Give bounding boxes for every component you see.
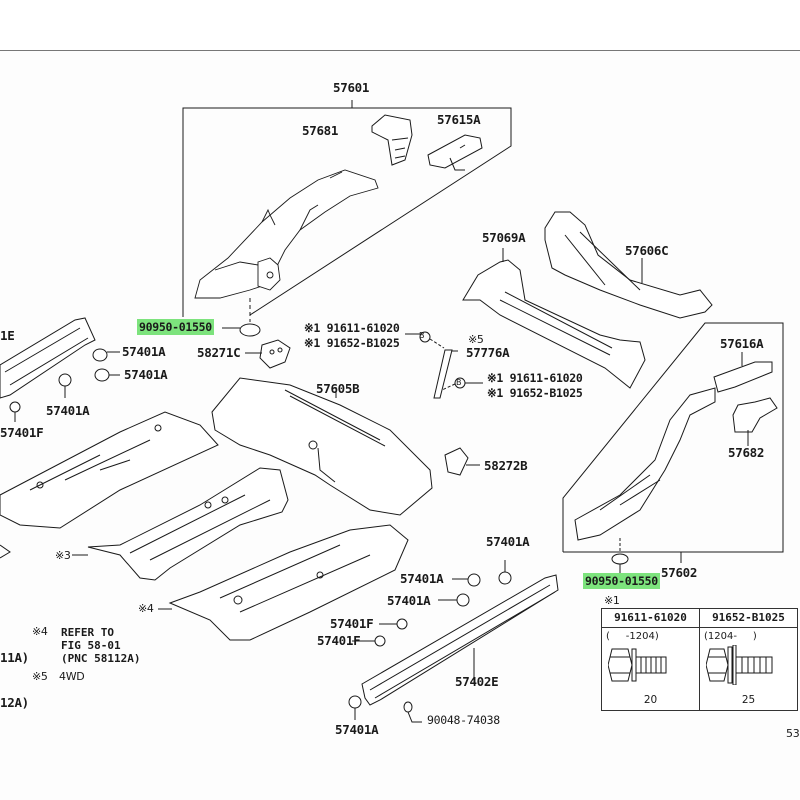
label-90950-01550-right[interactable]: 90950-01550	[583, 573, 660, 589]
bolt-date-range: ( -1204)	[606, 631, 659, 642]
rear-side-member-right	[574, 387, 716, 574]
page-number: 53	[786, 727, 800, 740]
label-bolt-b-1[interactable]: ※1 91611-61020	[487, 371, 583, 385]
circle-b-icon-2: B	[456, 378, 462, 387]
label-57401A-4[interactable]: 57401A	[486, 534, 530, 549]
bracket-57681	[371, 114, 413, 166]
plug-90950-left	[222, 298, 261, 337]
top-divider	[0, 50, 800, 51]
top-bar	[0, 0, 800, 50]
bolt-length: 20	[643, 694, 658, 706]
bolt-length: 25	[741, 694, 756, 706]
label-57401F-2[interactable]: 57401F	[330, 616, 374, 631]
label-57401A-2[interactable]: 57401A	[124, 367, 168, 382]
front-side-member-left	[194, 169, 379, 299]
bracket-58272B	[444, 447, 480, 476]
label-57401F-1[interactable]: 57401F	[0, 425, 44, 440]
label-58271C[interactable]: 58271C	[197, 345, 241, 360]
table-mark-1: ※1	[604, 594, 620, 607]
side-member-left	[0, 317, 120, 422]
label-bolt-a-2[interactable]: ※1 91652-B1025	[304, 336, 400, 350]
label-57401A-7[interactable]: 57401A	[335, 722, 379, 737]
bracket-57615A	[427, 134, 483, 171]
floor-pan-3	[72, 467, 289, 581]
label-57401F-3[interactable]: 57401F	[317, 633, 361, 648]
label-90048-74038[interactable]: 90048-74038	[427, 713, 500, 727]
bolt-icon	[608, 648, 667, 682]
bolt-column-1: 91611-61020 ( -1204) 20	[602, 609, 700, 710]
label-bolt-a-1[interactable]: ※1 91611-61020	[304, 321, 400, 335]
bolt-date-range: (1204- )	[704, 631, 757, 642]
label-57401A-3[interactable]: 57401A	[46, 403, 90, 418]
label-57681[interactable]: 57681	[302, 123, 339, 138]
bracket-57776A	[405, 331, 483, 399]
cut-part-left-edge	[0, 544, 11, 559]
rocker-57402E	[361, 574, 559, 723]
label-cut-11A: 11A)	[0, 650, 29, 665]
label-58272B[interactable]: 58272B	[484, 458, 528, 473]
highlight-90950-right: 90950-01550	[583, 573, 660, 589]
label-57605B[interactable]: 57605B	[316, 381, 360, 396]
label-57401A-5[interactable]: 57401A	[400, 571, 444, 586]
crossmember-57069A	[462, 248, 646, 389]
bolt-part-number[interactable]: 91652-B1025	[700, 609, 797, 628]
label-57601[interactable]: 57601	[333, 80, 370, 95]
note-mark-4: ※4	[138, 602, 154, 615]
nuts-57401	[348, 560, 512, 720]
note4-text: REFER TO FIG 58-01 (PNC 58112A)	[61, 626, 141, 665]
note4-mark: ※4	[32, 625, 48, 638]
label-57615A[interactable]: 57615A	[437, 112, 481, 127]
note-mark-3: ※3	[55, 549, 71, 562]
bolt-column-2: 91652-B1025 (1204- ) 25	[700, 609, 797, 710]
label-57606C[interactable]: 57606C	[625, 243, 669, 258]
assembly-box-57601	[182, 100, 512, 317]
bracket-57682	[732, 397, 778, 446]
label-57069A[interactable]: 57069A	[482, 230, 526, 245]
label-57402E[interactable]: 57402E	[455, 674, 499, 689]
note5-mark: ※5	[32, 670, 48, 683]
floor-pan-4	[158, 524, 409, 641]
bolt-spec-table: 91611-61020 ( -1204) 20 91652-B1025 (120…	[601, 608, 798, 711]
label-57616A[interactable]: 57616A	[720, 336, 764, 351]
bolt-part-number[interactable]: 91611-61020	[602, 609, 699, 628]
note5-text: 4WD	[59, 670, 85, 683]
bolt-with-washer-icon	[706, 645, 773, 685]
label-57401A-6[interactable]: 57401A	[387, 593, 431, 608]
rear-member-57606C	[544, 211, 713, 319]
highlight-90950-left: 90950-01550	[137, 319, 214, 335]
label-cut-1E: 1E	[0, 328, 15, 343]
floor-pan-57605B	[211, 377, 433, 516]
circle-b-icon-1: B	[419, 331, 425, 340]
bracket-57616A	[713, 352, 773, 393]
label-57682[interactable]: 57682	[728, 445, 765, 460]
bracket-58271C	[245, 339, 291, 369]
label-57776A[interactable]: 57776A	[466, 345, 510, 360]
label-90950-01550-left[interactable]: 90950-01550	[137, 319, 214, 335]
assembly-box-57602	[562, 322, 784, 563]
label-57401A-1[interactable]: 57401A	[122, 344, 166, 359]
label-57602[interactable]: 57602	[661, 565, 698, 580]
label-cut-12A: 12A)	[0, 695, 29, 710]
floor-pan-front-left	[0, 411, 219, 529]
label-bolt-b-2[interactable]: ※1 91652-B1025	[487, 386, 583, 400]
note-mark-5: ※5	[468, 333, 484, 346]
